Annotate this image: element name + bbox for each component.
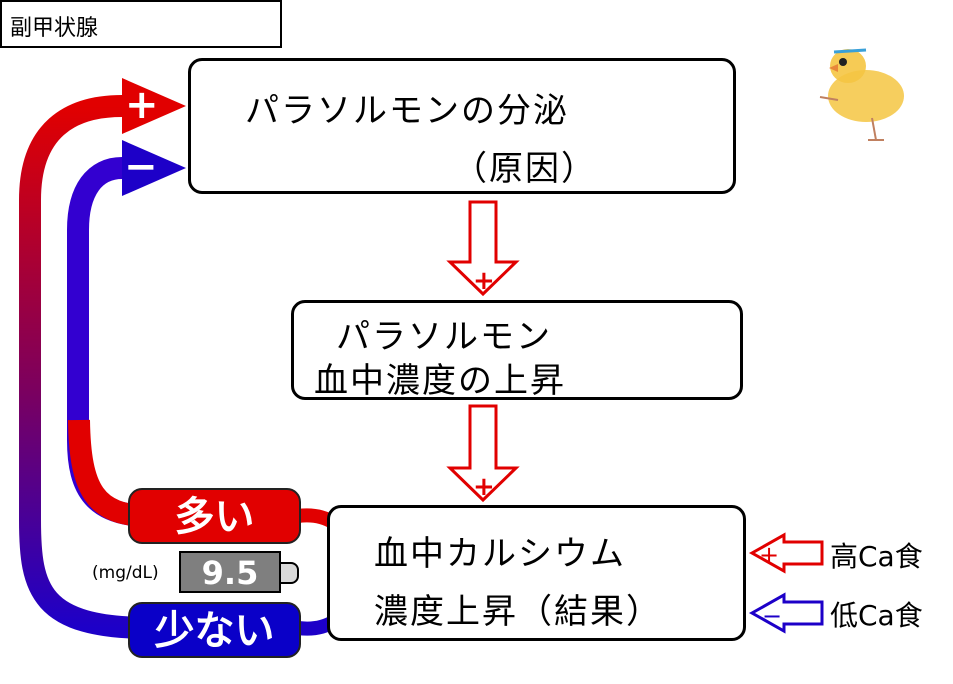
- secretion-node: パラソルモンの分泌 （原因）: [188, 58, 736, 194]
- blood-pth-line2: 血中濃度の上昇: [314, 361, 566, 401]
- low-ca-arrow: [748, 592, 824, 634]
- high-ca-diet-label: 高Ca食: [830, 540, 923, 573]
- parathyroid-label: 副甲状腺: [0, 0, 282, 48]
- feedback-loop-outer: [19, 95, 151, 639]
- down-arrow-2: [446, 404, 520, 503]
- level-low-badge: 少ない: [128, 602, 301, 658]
- feedback-arrowhead-blue: [122, 140, 186, 196]
- down-arrow-1: [446, 200, 520, 297]
- level-high-badge: 多い: [128, 488, 301, 544]
- secretion-line1: パラソルモンの分泌: [245, 91, 569, 131]
- minus-sign-feedback: −: [124, 144, 158, 190]
- gauge-cap: [279, 562, 299, 584]
- calcium-node: 血中カルシウム 濃度上昇（結果）: [327, 505, 746, 641]
- plus-sign-arrow-1: +: [473, 266, 495, 296]
- minus-sign-low-ca: −: [762, 602, 782, 630]
- calcium-gauge-value: 9.5: [179, 551, 281, 593]
- blood-pth-line1: パラソルモン: [336, 317, 552, 357]
- feedback-arrowhead-red: [122, 78, 186, 134]
- plus-sign-arrow-2: +: [473, 472, 495, 502]
- plus-sign-high-ca: +: [759, 541, 779, 569]
- high-ca-arrow: [748, 532, 824, 574]
- calcium-line2: 濃度上昇（結果）: [374, 592, 662, 632]
- secretion-line2: （原因）: [453, 149, 597, 189]
- chick-illustration: [819, 48, 904, 141]
- low-ca-diet-label: 低Ca食: [830, 599, 923, 632]
- plus-sign-feedback: +: [125, 82, 159, 128]
- calcium-line1: 血中カルシウム: [374, 534, 626, 574]
- blood-pth-node: パラソルモン 血中濃度の上昇: [291, 300, 743, 401]
- gauge-unit: (mg/dL): [92, 563, 159, 583]
